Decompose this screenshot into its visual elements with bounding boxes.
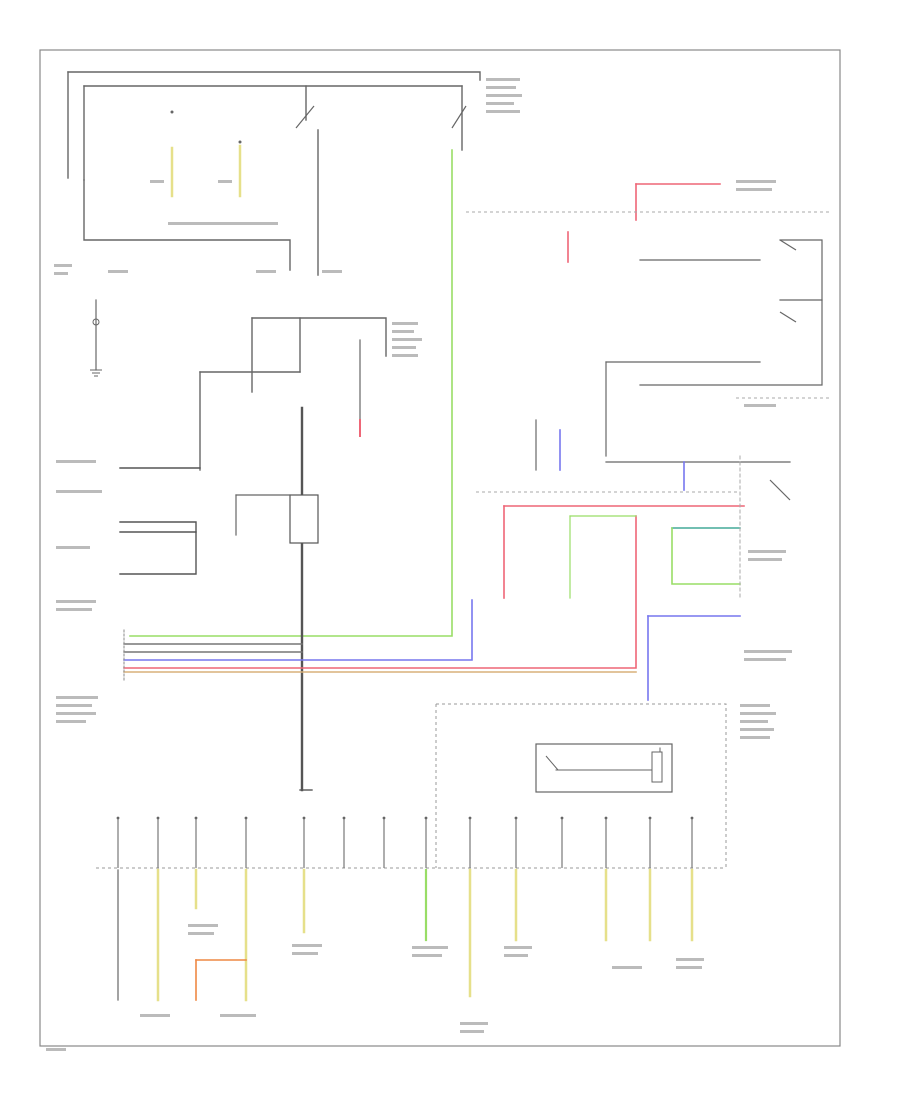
connector-pin-dot-1 <box>116 816 120 820</box>
colored-bus-lines <box>56 515 637 723</box>
bottom-lead-wires <box>117 868 694 1002</box>
footer-code-mark <box>46 1048 66 1051</box>
left-labels <box>54 264 342 377</box>
ecm-module-box <box>435 703 776 868</box>
left-module-wires <box>56 460 201 611</box>
right-top-switches <box>466 180 832 457</box>
green-feed-wire <box>129 149 453 637</box>
connector-pin-dot-10 <box>514 816 518 820</box>
connector-pin-dot-3 <box>194 816 198 820</box>
ignition-feed-wires <box>67 71 481 276</box>
ignition-switch <box>295 105 467 129</box>
junction-block <box>199 317 422 471</box>
connector-pin-dot-9 <box>468 816 472 820</box>
right-middle-connector <box>476 419 792 701</box>
switch-labels-top <box>486 78 522 113</box>
ground-stubs-top <box>150 110 278 225</box>
connector-pin-dot-12 <box>604 816 608 820</box>
connector-pin-dot-11 <box>560 816 564 820</box>
connector-pin-dot-14 <box>690 816 694 820</box>
connector-pin-dot-7 <box>382 816 386 820</box>
connector-pin-dot-4 <box>244 816 248 820</box>
connector-pin-dot-6 <box>342 816 346 820</box>
bottom-component-labels <box>140 924 704 1033</box>
connector-pin-dot-8 <box>424 816 428 820</box>
diagram-frame <box>39 49 841 1047</box>
bottom-pins <box>116 816 694 868</box>
connector-pin-dot-13 <box>648 816 652 820</box>
connector-pin-dot-2 <box>156 816 160 820</box>
fuse-relay-box <box>289 494 319 544</box>
connector-pin-dot-5 <box>302 816 306 820</box>
